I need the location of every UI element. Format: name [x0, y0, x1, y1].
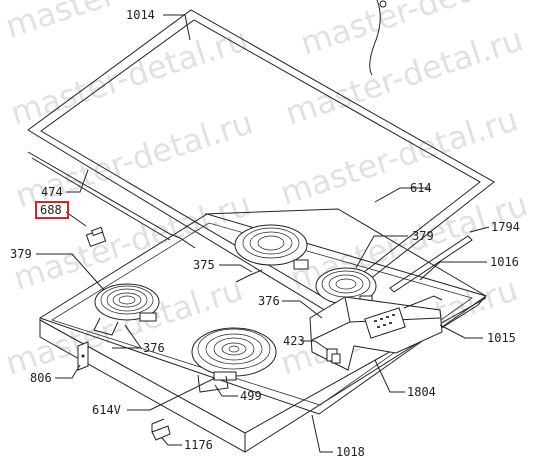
label-806: 806 [30, 371, 52, 385]
glass-top-panel [27, 0, 495, 313]
side-strip-474 [27, 151, 196, 249]
part-labels: 1014 474 688 614 379 379 375 1794 1016 3… [10, 8, 520, 459]
burner-499-large [191, 327, 277, 393]
label-1794: 1794 [491, 220, 520, 234]
label-1016: 1016 [490, 255, 519, 269]
label-474: 474 [41, 185, 63, 199]
label-614v: 614V [92, 403, 121, 417]
connector-423 [326, 348, 341, 364]
burner-375-back [234, 224, 309, 283]
watermark-layer: master-detal.ru master-detal.ru master-d… [1, 0, 543, 383]
connector-icon [379, 0, 387, 8]
label-614: 614 [410, 181, 432, 195]
leader-lines [36, 14, 490, 453]
rod-1794 [389, 235, 473, 293]
label-375: 375 [193, 258, 215, 272]
label-379-left: 379 [10, 247, 32, 261]
label-423: 423 [283, 334, 305, 348]
label-688: 688 [40, 203, 62, 217]
label-376-left: 376 [143, 341, 165, 355]
label-379-right: 379 [412, 229, 434, 243]
label-1018: 1018 [336, 445, 365, 459]
label-1804: 1804 [407, 385, 436, 399]
label-1015: 1015 [487, 331, 516, 345]
label-1014: 1014 [126, 8, 155, 22]
bracket-806 [77, 341, 89, 371]
highlight-box-688 [35, 201, 69, 219]
clip-688 [85, 226, 107, 248]
bracket-1176 [151, 418, 171, 441]
label-499: 499 [240, 389, 262, 403]
label-376-right: 376 [258, 294, 280, 308]
burner-379-left [93, 283, 160, 336]
label-1176: 1176 [184, 438, 213, 452]
control-module-1804 [309, 295, 443, 371]
